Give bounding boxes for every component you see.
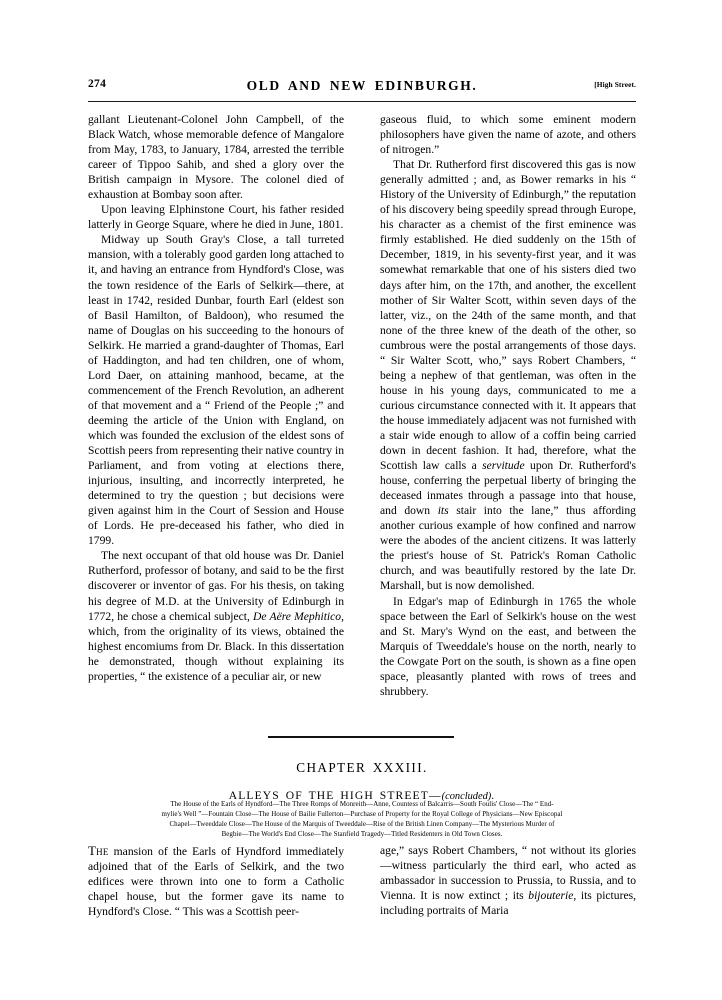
synopsis-line: mylie's Well ”—Fountain Close—The House … [161, 809, 563, 818]
chapter-synopsis: The House of the Earls of Hyndford—The T… [88, 800, 636, 840]
paragraph-azote: gaseous fluid, to which some eminent mod… [380, 113, 636, 157]
synopsis-line: Begbie—The World's End Close—The Stanfie… [221, 829, 503, 838]
paragraph-edgars-map: In Edgar's map of Edinburgh in 1765 the … [380, 594, 636, 698]
chapter-title-end: . [491, 789, 496, 802]
opening-smallcaps: The [88, 843, 109, 858]
right-column-top: gaseous fluid, to which some eminent mod… [380, 112, 636, 699]
paragraph-south-grays-close: Midway up South Gray's Close, a tall tur… [88, 233, 344, 548]
header-rule [88, 101, 636, 102]
synopsis-line: Chapel—Tweeddale Close—The House of the … [169, 819, 555, 828]
hyndford-text: mansion of the Earls of Hyndford immedia… [88, 845, 344, 919]
bijouterie-term: bijouterie [528, 889, 574, 903]
paragraph-elphinstone: Upon leaving Elphinstone Court, his fath… [88, 203, 344, 232]
chapter-title-concluded: (concluded) [441, 791, 492, 802]
paragraph-rutherford: The next occupant of that old house was … [88, 548, 344, 683]
chapter-heading: CHAPTER XXXIII. ALLEYS OF THE HIGH STREE… [88, 760, 636, 802]
section-divider-rule [268, 736, 454, 738]
discovery-text-c: stair into the lane,” thus affording ano… [380, 504, 636, 593]
left-column-bottom: The mansion of the Earls of Hyndford imm… [88, 843, 344, 919]
paragraph-chambers-quote: age,” says Robert Chambers, “ not withou… [380, 843, 636, 918]
chapter-number: CHAPTER XXXIII. [296, 760, 428, 775]
body-columns-top: gallant Lieutenant-Colonel John Campbell… [88, 112, 636, 699]
rutherford-text-a: The next occupant of that old house was … [88, 549, 344, 623]
page-number: 274 [88, 78, 107, 90]
servitude-term: servitude [482, 459, 525, 473]
its-emphasis: its [437, 504, 449, 518]
chambers-text-a: age,” says Robert Chambers, “ not withou… [380, 844, 636, 903]
running-head: 274 OLD AND NEW EDINBURGH. [High Street. [88, 78, 636, 100]
body-columns-bottom: The mansion of the Earls of Hyndford imm… [88, 843, 636, 919]
left-column-top: gallant Lieutenant-Colonel John Campbell… [88, 112, 344, 699]
section-marker: [High Street. [594, 80, 636, 89]
synopsis-line: The House of the Earls of Hyndford—The T… [170, 800, 554, 808]
thesis-title: De Aëre Mephitico [253, 609, 342, 623]
paragraph-campbell: gallant Lieutenant-Colonel John Campbell… [88, 113, 344, 202]
chapter-title-main: ALLEYS OF THE HIGH STREET— [228, 789, 442, 802]
right-column-bottom: age,” says Robert Chambers, “ not withou… [380, 843, 636, 919]
chapter-title: ALLEYS OF THE HIGH STREET—(concluded). [88, 789, 636, 802]
chambers-text-b: , its pictures, including portraits of M… [380, 889, 636, 918]
rutherford-text-b: , which, from the originality of its vie… [88, 609, 344, 683]
book-title: OLD AND NEW EDINBURGH. [246, 78, 478, 93]
discovery-text-a: That Dr. Rutherford first discovered thi… [380, 158, 636, 473]
paragraph-discovery: That Dr. Rutherford first discovered thi… [380, 157, 636, 593]
discovery-text-b: upon Dr. Rutherford's house, conferring … [380, 459, 636, 518]
paragraph-hyndford-mansion: The mansion of the Earls of Hyndford imm… [88, 843, 344, 919]
